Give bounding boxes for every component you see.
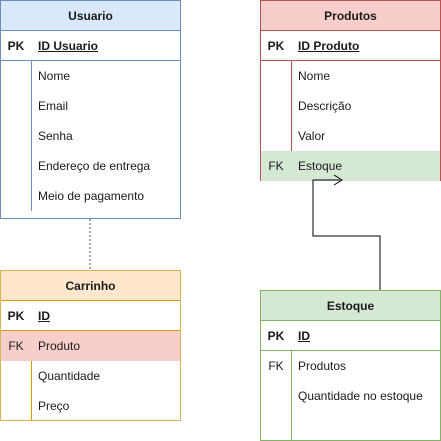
entity-body: FK Produtos Quantidade no estoque [261, 351, 440, 441]
entity-body: Nome Email Senha Endereço de entrega Mei… [1, 61, 180, 211]
entity-title: Carrinho [1, 271, 180, 301]
field-quantidade: Quantidade [38, 369, 101, 383]
field-endereco: Endereço de entrega [38, 159, 151, 173]
entity-produtos[interactable]: Produtos PK ID Produto Nome Descrição Va… [260, 0, 441, 181]
fk-row[interactable]: FK Produtos [261, 351, 440, 381]
pk-label: PK [267, 328, 285, 343]
entity-carrinho[interactable]: Carrinho PK ID FK Produto Quantidade Pre… [0, 270, 181, 421]
fk-row[interactable]: FK Estoque [261, 151, 440, 181]
field-row[interactable]: Preço [1, 391, 180, 421]
field-row[interactable]: Endereço de entrega [1, 151, 180, 181]
fk-row[interactable]: FK Produto [1, 331, 180, 361]
pk-field: ID Produto [298, 38, 360, 53]
entity-usuario[interactable]: Usuario PK ID Usuario Nome Email Senha E… [0, 0, 181, 219]
field-valor: Valor [298, 129, 326, 143]
field-row[interactable]: Quantidade [1, 361, 180, 391]
arrowhead-icon [333, 174, 343, 186]
entity-title: Estoque [261, 291, 440, 321]
field-name: Nome [38, 69, 71, 83]
field-quantidade-estoque: Quantidade no estoque [298, 389, 423, 403]
key-divider [291, 351, 292, 441]
entity-title: Produtos [261, 1, 440, 31]
pk-row[interactable]: PK ID Produto [261, 31, 440, 61]
pk-label: PK [267, 38, 285, 53]
field-row[interactable]: Nome [261, 61, 440, 91]
pk-field: ID [38, 308, 50, 323]
pk-row[interactable]: PK ID Usuario [1, 31, 180, 61]
pk-field: ID [298, 328, 310, 343]
field-email: Email [38, 99, 69, 113]
key-divider [291, 61, 292, 181]
connector-estoque-produtos[interactable] [312, 179, 381, 290]
key-divider [31, 331, 32, 421]
field-row[interactable]: Nome [1, 61, 180, 91]
field-row[interactable]: Quantidade no estoque [261, 381, 440, 411]
pk-label: PK [7, 38, 25, 53]
fk-field: Estoque [298, 159, 343, 173]
fk-label: FK [268, 359, 284, 373]
fk-label: FK [8, 339, 24, 353]
field-meio-pagamento: Meio de pagamento [38, 189, 145, 203]
field-preco: Preço [38, 399, 70, 413]
field-row[interactable]: Descrição [261, 91, 440, 121]
pk-field: ID Usuario [38, 38, 99, 53]
entity-body: Nome Descrição Valor FK Estoque [261, 61, 440, 181]
entity-body: FK Produto Quantidade Preço [1, 331, 180, 421]
pk-label: PK [7, 308, 25, 323]
field-senha: Senha [38, 129, 73, 143]
field-row[interactable]: Valor [261, 121, 440, 151]
pk-row[interactable]: PK ID [1, 301, 180, 331]
field-row[interactable]: Email [1, 91, 180, 121]
field-row[interactable]: Senha [1, 121, 180, 151]
field-row[interactable]: Meio de pagamento [1, 181, 180, 211]
fk-label: FK [268, 159, 284, 173]
field-nome: Nome [298, 69, 331, 83]
entity-title: Usuario [1, 1, 180, 31]
entity-estoque[interactable]: Estoque PK ID FK Produtos Quantidade no … [260, 290, 441, 441]
field-descricao: Descrição [298, 99, 352, 113]
pk-row[interactable]: PK ID [261, 321, 440, 351]
fk-field: Produto [38, 339, 81, 353]
fk-field: Produtos [298, 359, 347, 373]
key-divider [31, 61, 32, 211]
